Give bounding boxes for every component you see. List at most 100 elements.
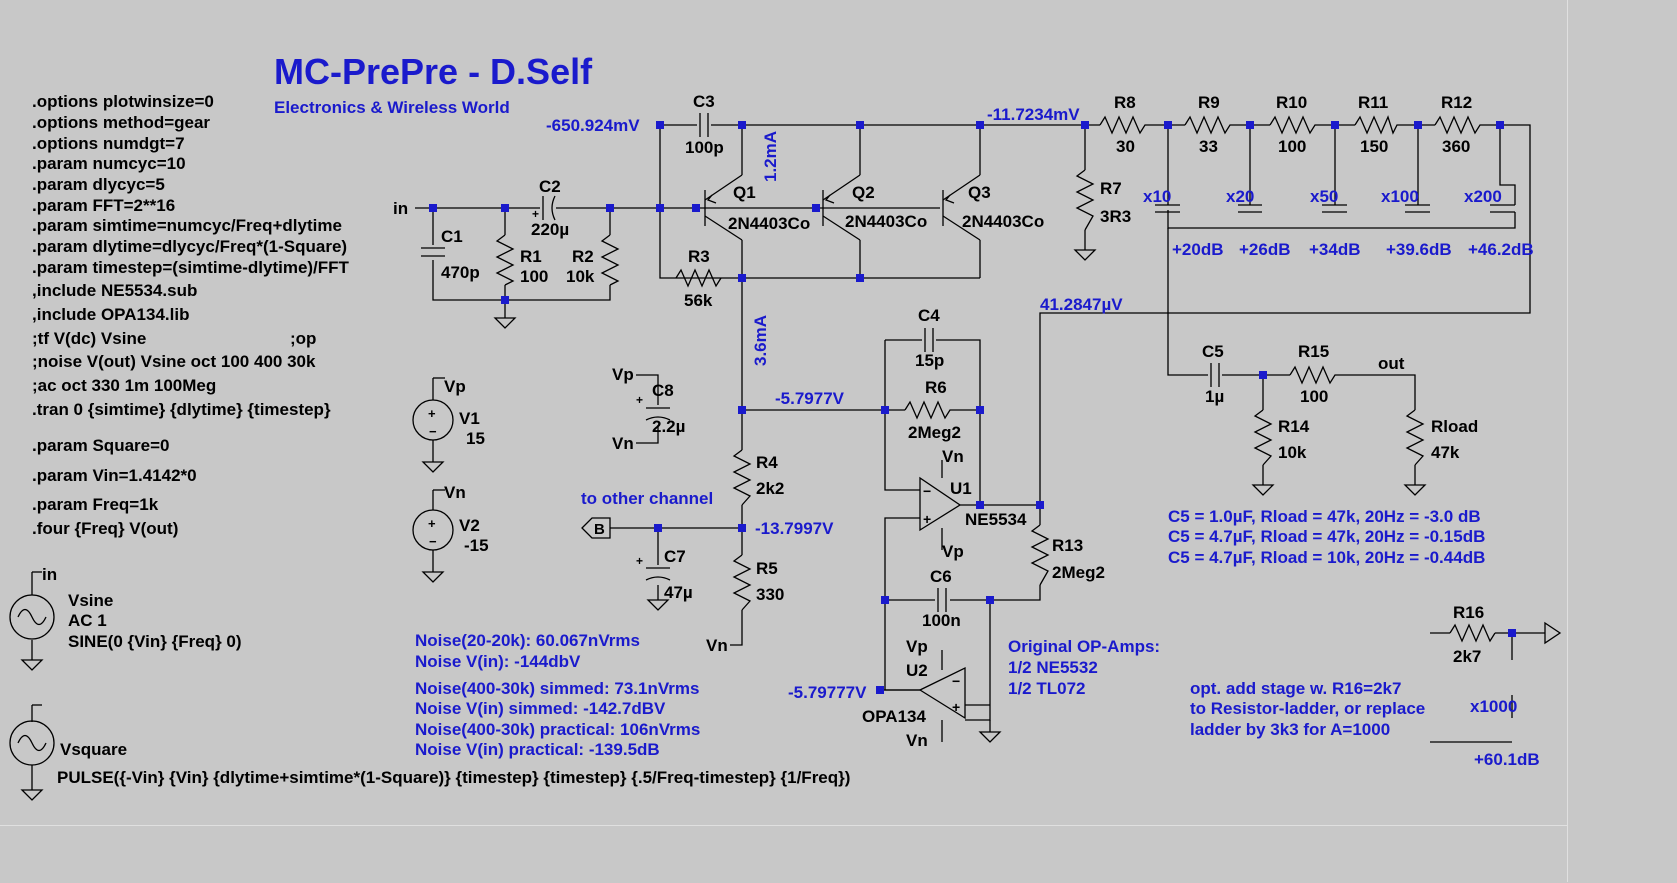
directive[interactable]: .param Square=0 (32, 436, 170, 455)
transistor-q3[interactable] (942, 174, 981, 241)
capacitor-c4[interactable] (924, 328, 934, 352)
capacitor-c1[interactable] (421, 247, 445, 257)
svg-text:+: + (636, 554, 643, 568)
r14-value: 10k (1278, 443, 1307, 462)
resistor-r6[interactable] (904, 400, 955, 420)
svg-text:+: + (532, 207, 539, 221)
directive[interactable]: .param timestep=(simtime-dlytime)/FFT (32, 258, 350, 277)
ground-icon (1073, 249, 1097, 261)
current-label: 3.6mA (751, 315, 770, 366)
opamp-note: Original OP-Amps: (1008, 637, 1160, 656)
ground-icon (1251, 484, 1275, 496)
tap-label: x20 (1226, 187, 1254, 206)
resistor-r2[interactable] (600, 234, 620, 286)
voltage-source-v2[interactable]: + − (412, 509, 454, 551)
directive[interactable]: .param Vin=1.4142*0 (32, 466, 197, 485)
resistor-r5[interactable] (732, 554, 752, 611)
c5-name: C5 (1202, 342, 1224, 361)
directive[interactable]: .param simtime=numcyc/Freq+dlytime (32, 216, 342, 235)
directive[interactable]: .param numcyc=10 (32, 154, 186, 173)
capacitor-c2[interactable]: + (532, 195, 556, 221)
opamp-u1[interactable]: − + (919, 476, 962, 532)
r2-value: 10k (566, 267, 595, 286)
c7-name: C7 (664, 547, 686, 566)
resistor-r14[interactable] (1253, 409, 1273, 466)
r8-name: R8 (1114, 93, 1136, 112)
voltage-label: 41.2847µV (1040, 295, 1123, 314)
resistor-r13[interactable] (1030, 524, 1050, 586)
r10-value: 100 (1278, 137, 1306, 156)
ground-icon (20, 659, 44, 671)
r7-value: 3R3 (1100, 207, 1131, 226)
r10-name: R10 (1276, 93, 1307, 112)
r5-value: 330 (756, 585, 784, 604)
q2-model: 2N4403Co (845, 212, 927, 231)
directive[interactable]: ;op (290, 329, 316, 348)
spice-directives[interactable]: .options plotwinsize=0 .options method=g… (32, 92, 350, 538)
current-label: 1.2mA (761, 131, 780, 182)
c6-name: C6 (930, 567, 952, 586)
capacitor-c3[interactable] (699, 113, 709, 137)
directive[interactable]: .options method=gear (32, 113, 210, 132)
directive[interactable]: .param dlytime=dlycyc/Freq*(1-Square) (32, 237, 347, 256)
gain-label: +39.6dB (1386, 240, 1452, 259)
capacitor-c8[interactable]: + (636, 393, 671, 421)
directive[interactable]: .param FFT=2**16 (32, 196, 175, 215)
r4-name: R4 (756, 453, 778, 472)
directive[interactable]: .tran 0 {simtime} {dlytime} {timestep} (32, 400, 331, 419)
directive[interactable]: ,include NE5534.sub (32, 281, 197, 300)
pulse-source-vsquare[interactable] (9, 720, 55, 766)
resistor-r8[interactable] (1099, 115, 1155, 135)
capacitor-c7[interactable]: + (636, 554, 671, 581)
directive[interactable]: .options plotwinsize=0 (32, 92, 214, 111)
directive[interactable]: ;ac oct 330 1m 100Meg (32, 376, 216, 395)
vsine-name: Vsine (68, 591, 113, 610)
directive[interactable]: .options numdgt=7 (32, 134, 185, 153)
resistor-r4[interactable] (732, 449, 752, 506)
resistor-r10[interactable] (1269, 115, 1320, 135)
c5-note: C5 = 1.0µF, Rload = 47k, 20Hz = -3.0 dB (1168, 507, 1481, 526)
opt-note: to Resistor-ladder, or replace (1190, 699, 1425, 718)
resistor-r11[interactable] (1354, 115, 1400, 135)
directive[interactable]: ,include OPA134.lib (32, 305, 189, 324)
vsquare-value: PULSE({-Vin} {Vin} {dlytime+simtime*(1-S… (57, 768, 850, 787)
resistor-r16[interactable] (1449, 623, 1496, 643)
resistor-r1[interactable] (495, 234, 515, 286)
r7-name: R7 (1100, 179, 1122, 198)
resistor-r9[interactable] (1184, 115, 1235, 135)
r11-value: 150 (1360, 137, 1388, 156)
in-node: in (393, 199, 408, 218)
resistor-r15[interactable] (1289, 365, 1340, 385)
voltage-label: -13.7997V (755, 519, 834, 538)
resistor-r12[interactable] (1434, 115, 1485, 135)
directive[interactable]: .param Freq=1k (32, 495, 159, 514)
resistor-rload[interactable] (1405, 409, 1425, 466)
transistor-q2[interactable] (822, 174, 861, 241)
resistor-r3[interactable] (675, 268, 722, 288)
directive[interactable]: .param dlycyc=5 (32, 175, 165, 194)
noise-note: Noise V(in) simmed: -142.7dBV (415, 699, 666, 718)
directive[interactable]: ;noise V(out) Vsine oct 100 400 30k (32, 352, 316, 371)
r14-name: R14 (1278, 417, 1310, 436)
port-b[interactable]: B (581, 517, 611, 539)
resistor-r7[interactable] (1075, 169, 1095, 231)
capacitor-c5[interactable] (1210, 363, 1220, 387)
u2-vn: Vn (906, 731, 928, 750)
r3-value: 56k (684, 291, 713, 310)
sine-source-vsine[interactable] (9, 594, 55, 640)
c2-value: 220µ (531, 220, 569, 239)
directive[interactable]: .four {Freq} V(out) (32, 519, 178, 538)
capacitor-c6[interactable] (937, 588, 947, 612)
out-node: out (1378, 354, 1405, 373)
schematic-title: MC-PrePre - D.Self (274, 51, 593, 92)
schematic-canvas[interactable]: MC-PrePre - D.Self Electronics & Wireles… (0, 0, 1567, 825)
transistor-q1[interactable] (704, 174, 743, 241)
gain-label: +60.1dB (1474, 750, 1540, 769)
svg-text:+: + (428, 406, 436, 421)
c3-name: C3 (693, 92, 715, 111)
gain-label: +34dB (1309, 240, 1361, 259)
directive[interactable]: ;tf V(dc) Vsine (32, 329, 146, 348)
noise-note: Noise(400-30k) simmed: 73.1nVrms (415, 679, 699, 698)
opamp-u2[interactable]: − + (918, 666, 966, 720)
voltage-source-v1[interactable]: + − (412, 399, 454, 441)
